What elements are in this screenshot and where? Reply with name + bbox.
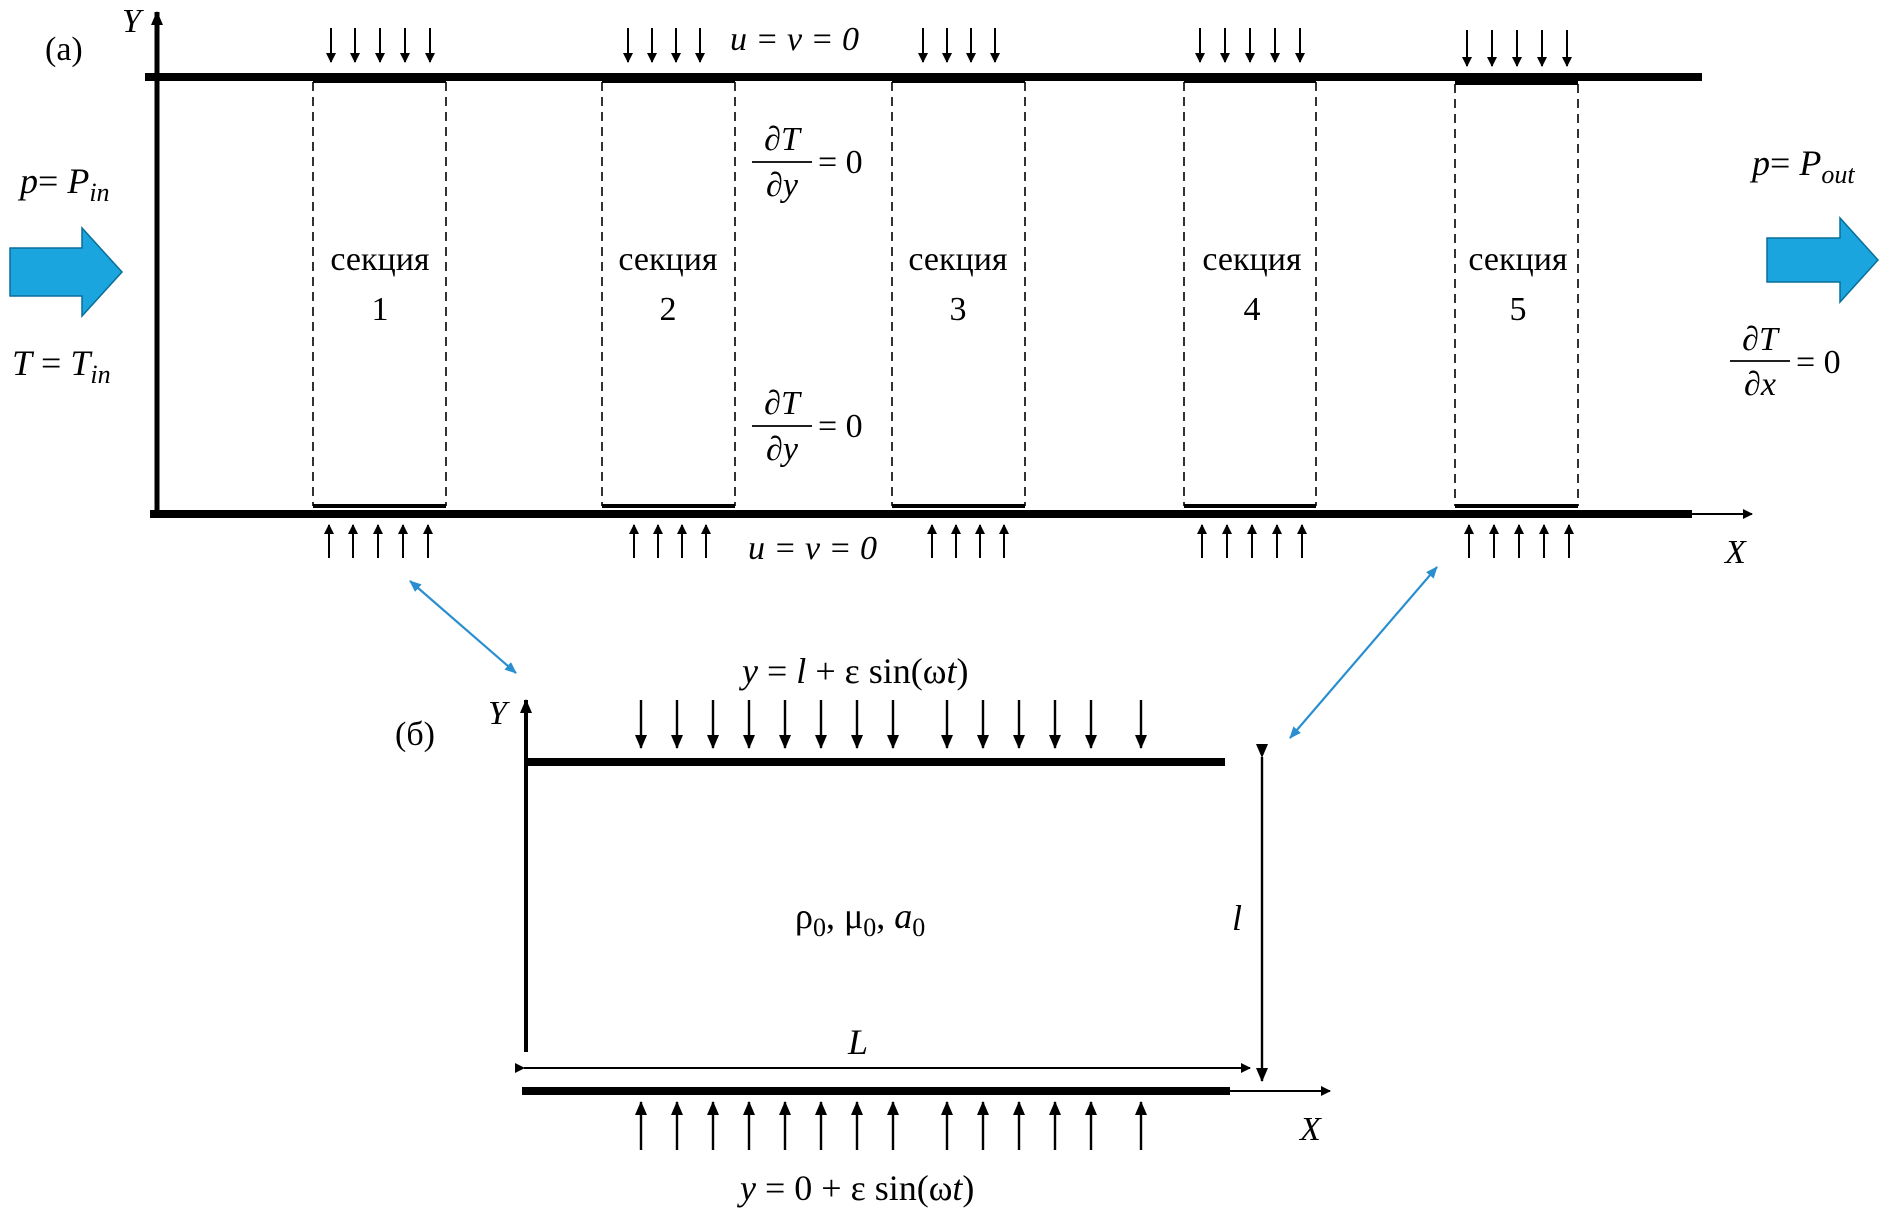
section-5-word: секция [1468, 241, 1568, 278]
x-axis-b-label: X [1298, 1111, 1322, 1148]
dT-dx-num: ∂T [1742, 321, 1780, 358]
height-label: l [1232, 898, 1242, 938]
section-3-word: секция [908, 241, 1008, 278]
section-5-num: 5 [1510, 291, 1527, 328]
dT-dx-den: ∂x [1744, 366, 1776, 403]
inlet-temperature: T = Tin [12, 343, 111, 389]
link-arrow-left [409, 580, 517, 674]
y-axis-a-label: Y [122, 3, 144, 40]
section-2-word: секция [618, 241, 718, 278]
inlet-flow-arrow [9, 226, 124, 318]
inlet-conditions: p= Pin T = Tin [9, 161, 124, 389]
dT-dy-bottom-den: ∂y [766, 431, 799, 468]
section-4-word: секция [1202, 241, 1302, 278]
bottom-plate-arrows [635, 1101, 1147, 1150]
panel-b-label: (б) [395, 716, 435, 753]
dT-dy-bottom: ∂T ∂y = 0 [752, 385, 863, 468]
dT-dx-rhs: = 0 [1796, 344, 1841, 381]
link-arrow-right [1289, 566, 1438, 739]
outlet-pressure: p= Pout [1749, 143, 1855, 189]
section-3-num: 3 [950, 291, 967, 328]
section-1-num: 1 [372, 291, 389, 328]
dT-dy-top-den: ∂y [766, 167, 799, 204]
outlet-conditions: p= Pout ∂T ∂x = 0 [1730, 143, 1880, 403]
section-2-num: 2 [660, 291, 677, 328]
dT-dy-top-rhs: = 0 [818, 144, 863, 181]
y-axis-b-label: Y [488, 695, 510, 732]
top-load-arrows [326, 28, 1572, 67]
top-plate-motion: y = l + ε sin(ωt) [739, 651, 968, 691]
fluid-properties: ρ0, μ0, a0 [795, 896, 925, 942]
inlet-pressure: p= Pin [17, 161, 110, 207]
wall-bc-bottom: u = v = 0 [748, 530, 877, 567]
x-axis-a-label: X [1723, 534, 1747, 571]
top-plate-arrows [635, 700, 1147, 749]
bottom-load-arrows [324, 524, 1574, 558]
dT-dy-bottom-rhs: = 0 [818, 408, 863, 445]
bottom-wall [150, 504, 1692, 518]
panel-a: (а) Y X [9, 3, 1880, 571]
top-wall [145, 73, 1702, 85]
section-1-word: секция [330, 241, 430, 278]
section-borders [312, 82, 1579, 506]
panel-b: (б) Y X y = l + ε sin(ωt) y = 0 + ε sin(… [395, 651, 1331, 1208]
dT-dy-top-num: ∂T [764, 121, 802, 158]
panel-a-label: (а) [45, 31, 83, 68]
wall-bc-top: u = v = 0 [730, 21, 859, 58]
dT-dy-top: ∂T ∂y = 0 [752, 121, 863, 204]
section-4-num: 4 [1244, 291, 1261, 328]
length-label: L [847, 1022, 868, 1062]
outlet-flow-arrow [1766, 216, 1880, 304]
dT-dy-bottom-num: ∂T [764, 385, 802, 422]
bottom-plate-motion: y = 0 + ε sin(ωt) [737, 1168, 974, 1208]
